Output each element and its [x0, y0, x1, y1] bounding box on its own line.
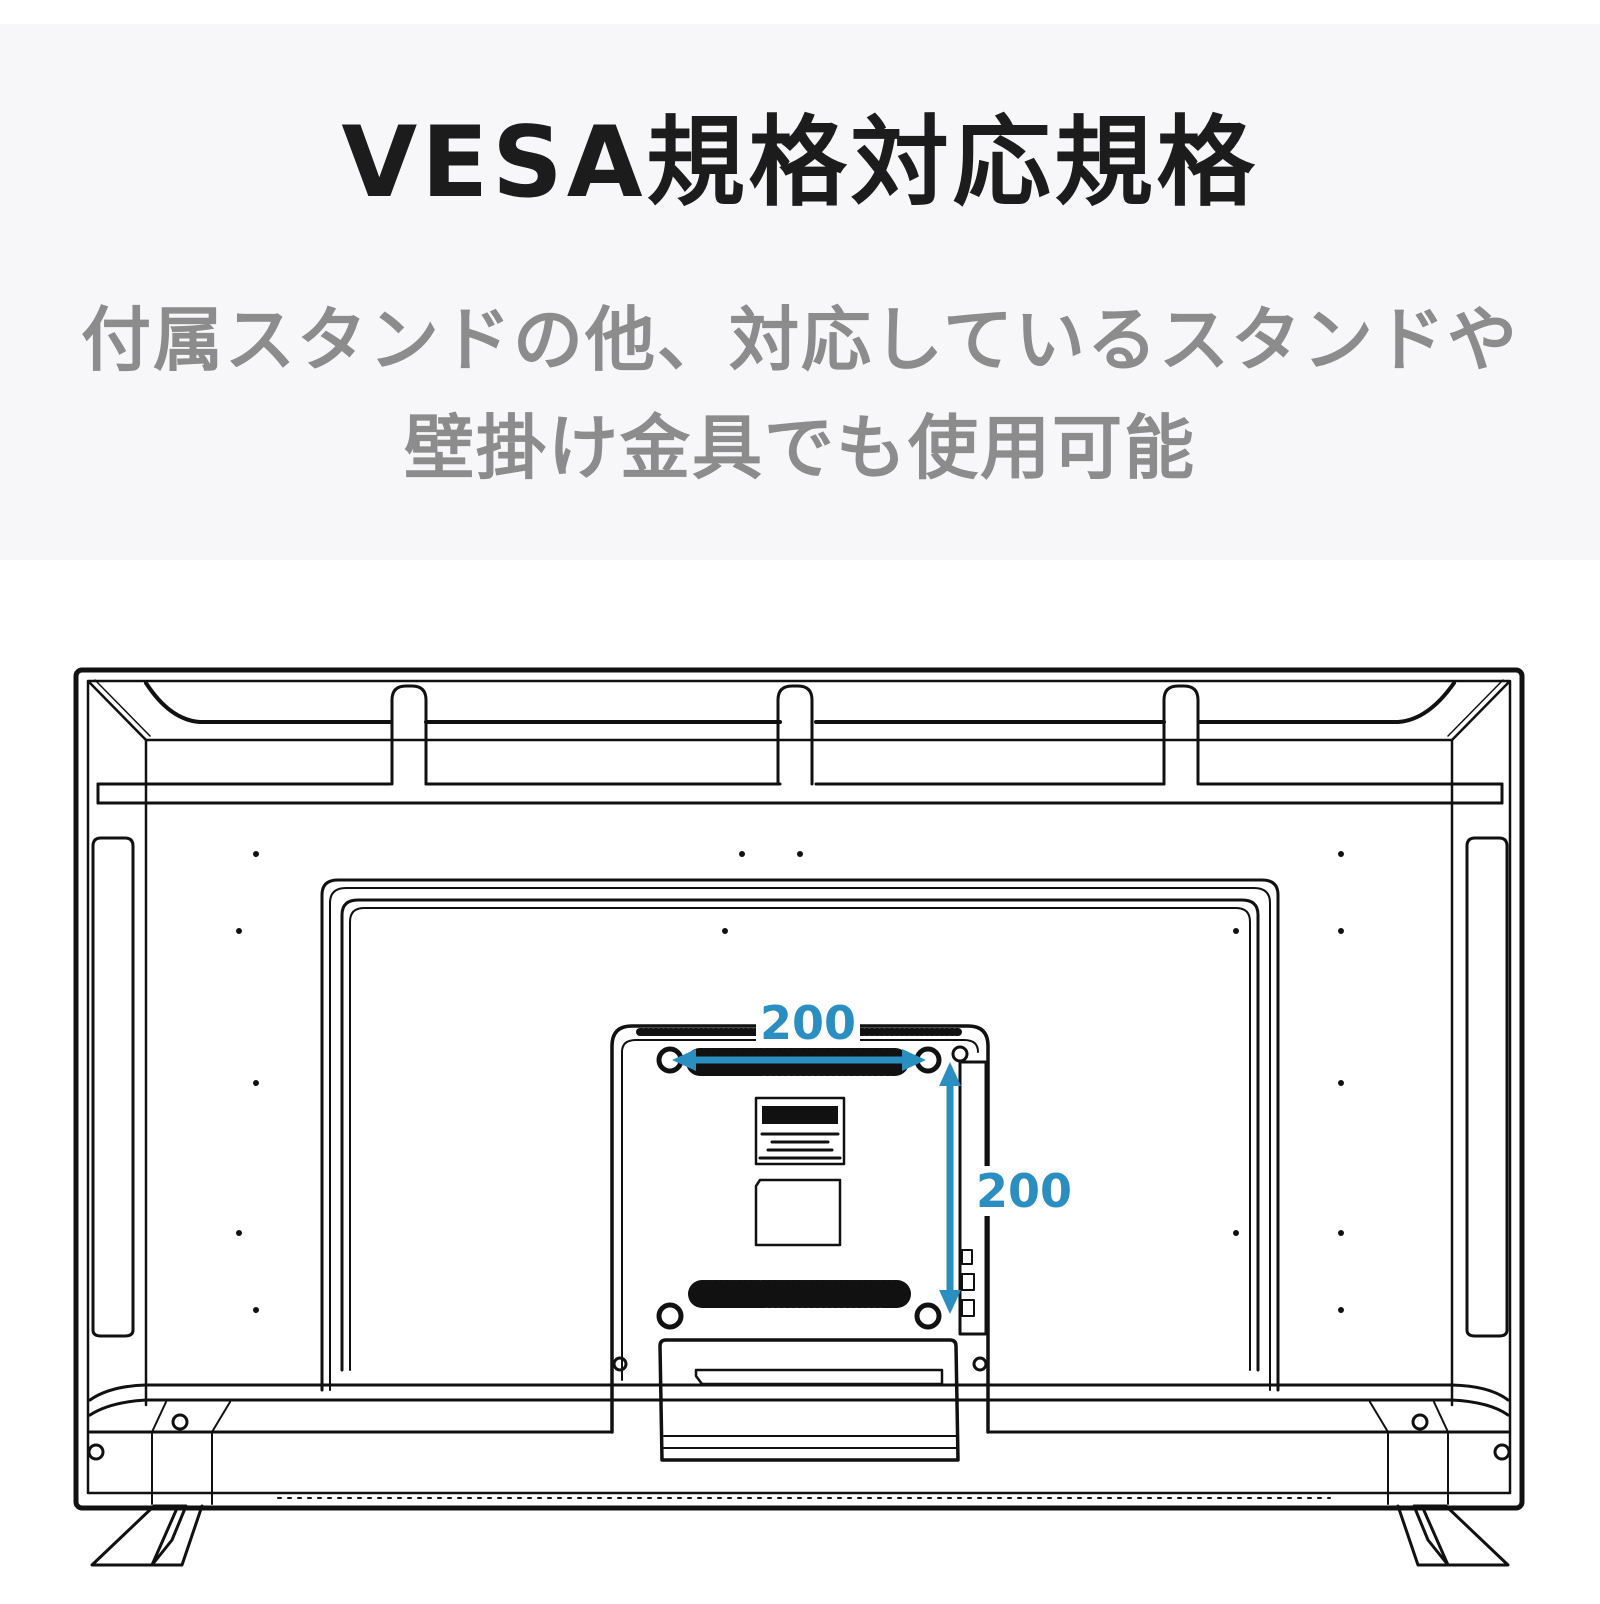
- tv-back-drawing: [73, 667, 1525, 1567]
- header-panel: [0, 24, 1600, 560]
- subtitle-line-2: 壁掛け金具でも使用可能: [404, 407, 1196, 489]
- vesa-dimension-arrows: [672, 1049, 961, 1314]
- tv-rear-diagram: 200 200: [0, 600, 1600, 1600]
- page-title: VESA規格対応規格: [341, 106, 1259, 220]
- vertical-dimension-label: 200: [972, 1166, 1077, 1216]
- subtitle-line-1: 付属スタンドの他、対応しているスタンドや: [81, 299, 1519, 381]
- horizontal-dimension-label: 200: [756, 998, 861, 1048]
